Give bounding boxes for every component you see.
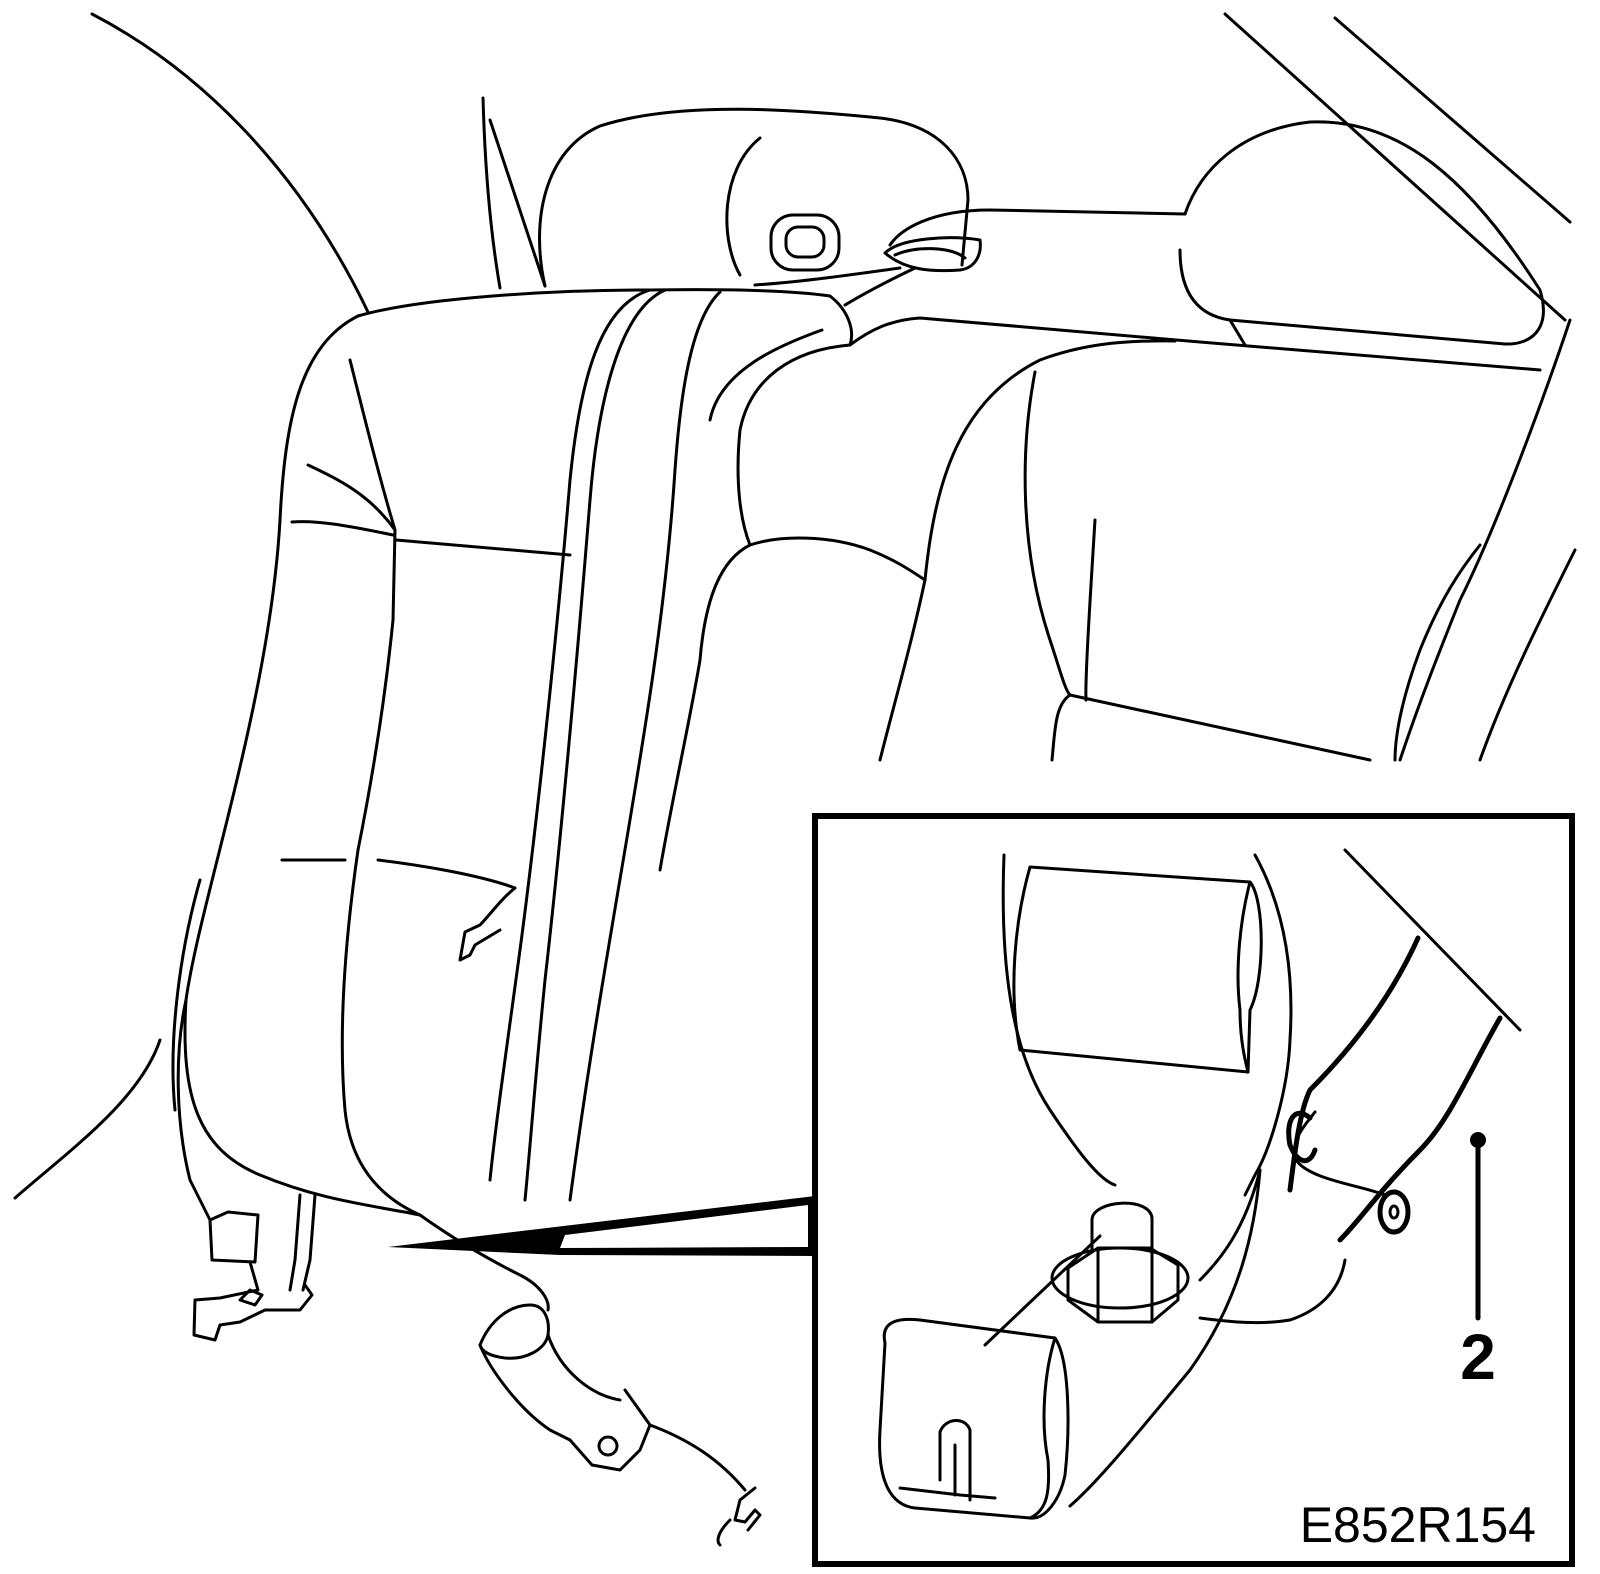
door-frame-curve — [90, 12, 370, 314]
callout-label: 2 — [1460, 1321, 1496, 1393]
belt-guide — [883, 236, 982, 273]
seat-belt-strap — [1198, 935, 1503, 1325]
right-headrest — [888, 120, 1545, 347]
window-frame — [1223, 12, 1567, 322]
seat-belt-left — [171, 878, 317, 1342]
inset-frame — [812, 813, 1575, 1567]
drawing-code: E852R154 — [1300, 1497, 1536, 1553]
main-scene — [13, 12, 1577, 1547]
left-seat-backrest — [183, 288, 854, 1217]
detail-inset: 2 E852R154 — [812, 813, 1575, 1567]
callout-dot — [1470, 1132, 1486, 1148]
door-lower-curve — [13, 1038, 162, 1200]
left-headrest — [481, 96, 970, 290]
right-seat-backrest — [658, 316, 1577, 872]
hinge-bottom-center — [418, 1213, 762, 1547]
hex-nut — [1050, 1201, 1190, 1324]
